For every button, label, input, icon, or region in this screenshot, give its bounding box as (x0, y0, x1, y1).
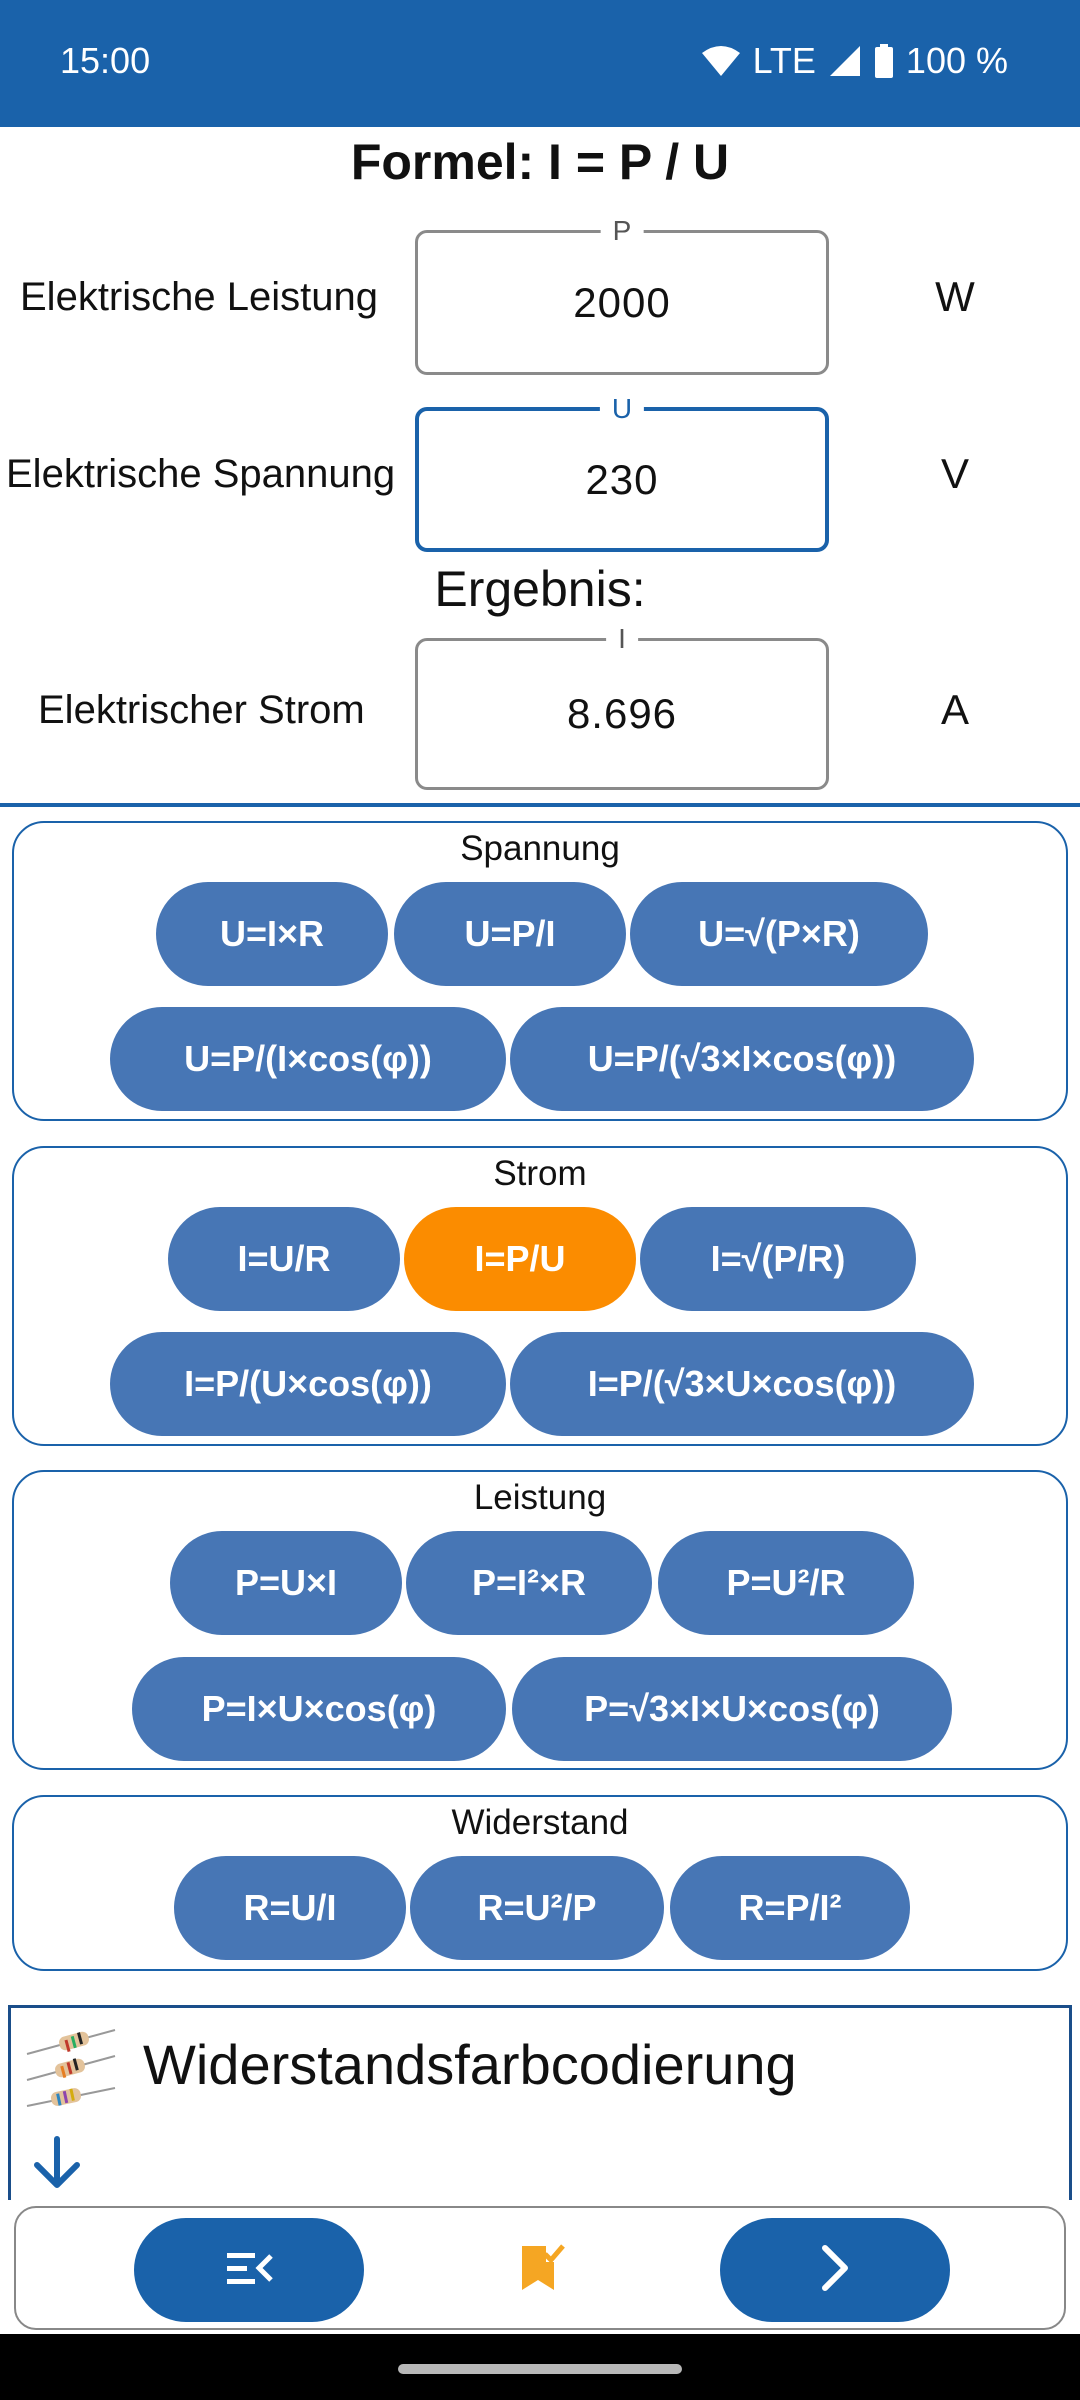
battery-percent: 100 % (905, 40, 1008, 81)
status-indicators: LTE 100 % (701, 40, 1008, 82)
current-unit: A (940, 686, 969, 733)
voltage-label: Elektrische Spannung (6, 452, 396, 496)
formula-button[interactable]: U=P/(√3×I×cos(φ)) (510, 1007, 974, 1111)
voltage-formula-group: Spannung U=I×R U=P/I U=√(P×R) U=P/(I×cos… (12, 821, 1068, 1121)
formula-button[interactable]: I=√(P/R) (640, 1207, 916, 1311)
chevron-right-icon (817, 2244, 853, 2297)
formula-button[interactable]: U=√(P×R) (630, 882, 928, 986)
current-result-value: 8.696 (566, 690, 678, 737)
formula-button[interactable]: I=P/(U×cos(φ)) (110, 1332, 506, 1436)
status-time: 15:00 (60, 40, 151, 81)
divider (0, 803, 1080, 807)
resistor-color-coding-card[interactable]: Widerstandsfarbcodierung (8, 2005, 1072, 2200)
power-label: Elektrische Leistung (20, 275, 378, 319)
current-label: Elektrischer Strom (38, 688, 365, 732)
voltage-input-value[interactable]: 230 (585, 455, 659, 503)
voltage-input[interactable]: U 230 (415, 394, 829, 552)
resistance-formula-group: Widerstand R=U/I R=U²/P R=P/I² (12, 1795, 1068, 1971)
home-gesture-handle[interactable] (398, 2364, 682, 2374)
formula-button[interactable]: P=I²×R (406, 1531, 652, 1635)
formula-button[interactable]: I=U/R (168, 1207, 400, 1311)
formula-button[interactable]: P=√3×I×U×cos(φ) (512, 1657, 952, 1761)
signal-icon (828, 45, 862, 77)
menu-button[interactable] (134, 2218, 364, 2322)
group-title-resistance: Widerstand (451, 1803, 629, 1842)
formula-button[interactable]: P=I×U×cos(φ) (132, 1657, 506, 1761)
voltage-field-legend: U (599, 394, 645, 424)
bottom-action-bar (14, 2206, 1066, 2330)
formula-button[interactable]: P=U×I (170, 1531, 402, 1635)
group-title-current: Strom (493, 1154, 587, 1193)
network-label: LTE (752, 40, 816, 81)
battery-icon (874, 44, 894, 78)
bookmark-check-icon (518, 2244, 566, 2298)
wifi-icon (701, 45, 741, 77)
status-bar: 15:00 LTE 100 % (0, 0, 1080, 127)
resistor-icon (25, 2024, 119, 2125)
formula-button[interactable]: P=U²/R (658, 1531, 914, 1635)
formula-button[interactable]: I=P/(√3×U×cos(φ)) (510, 1332, 974, 1436)
power-formula-group: Leistung P=U×I P=I²×R P=U²/R P=I×U×cos(φ… (12, 1470, 1068, 1770)
group-title-power: Leistung (473, 1478, 607, 1517)
current-formula-group: Strom I=U/R I=P/U I=√(P/R) I=P/(U×cos(φ)… (12, 1146, 1068, 1446)
power-input-value[interactable]: 2000 (573, 278, 671, 326)
arrow-down-icon[interactable] (29, 2135, 85, 2196)
formula-button[interactable]: R=P/I² (670, 1856, 910, 1960)
formula-button[interactable]: U=I×R (156, 882, 388, 986)
group-title-voltage: Spannung (460, 829, 620, 868)
next-button[interactable] (720, 2218, 950, 2322)
formula-button-active[interactable]: I=P/U (404, 1207, 636, 1311)
power-field-legend: P (600, 216, 644, 246)
formula-button[interactable]: U=P/I (394, 882, 626, 986)
formula-button[interactable]: R=U/I (174, 1856, 406, 1960)
voltage-unit: V (940, 450, 969, 497)
formula-button[interactable]: R=U²/P (410, 1856, 664, 1960)
bookmark-button[interactable] (518, 2242, 566, 2299)
current-result-field: I 8.696 (415, 624, 829, 790)
formula-title: Formel: I = P / U (350, 134, 730, 190)
result-heading: Ergebnis: (434, 561, 646, 617)
formula-button[interactable]: U=P/(I×cos(φ)) (110, 1007, 506, 1111)
power-unit: W (935, 273, 975, 320)
current-field-legend: I (606, 624, 638, 654)
power-input[interactable]: P 2000 (415, 216, 829, 375)
card-title: Widerstandsfarbcodierung (143, 2033, 797, 2096)
menu-collapse-icon (225, 2250, 273, 2291)
